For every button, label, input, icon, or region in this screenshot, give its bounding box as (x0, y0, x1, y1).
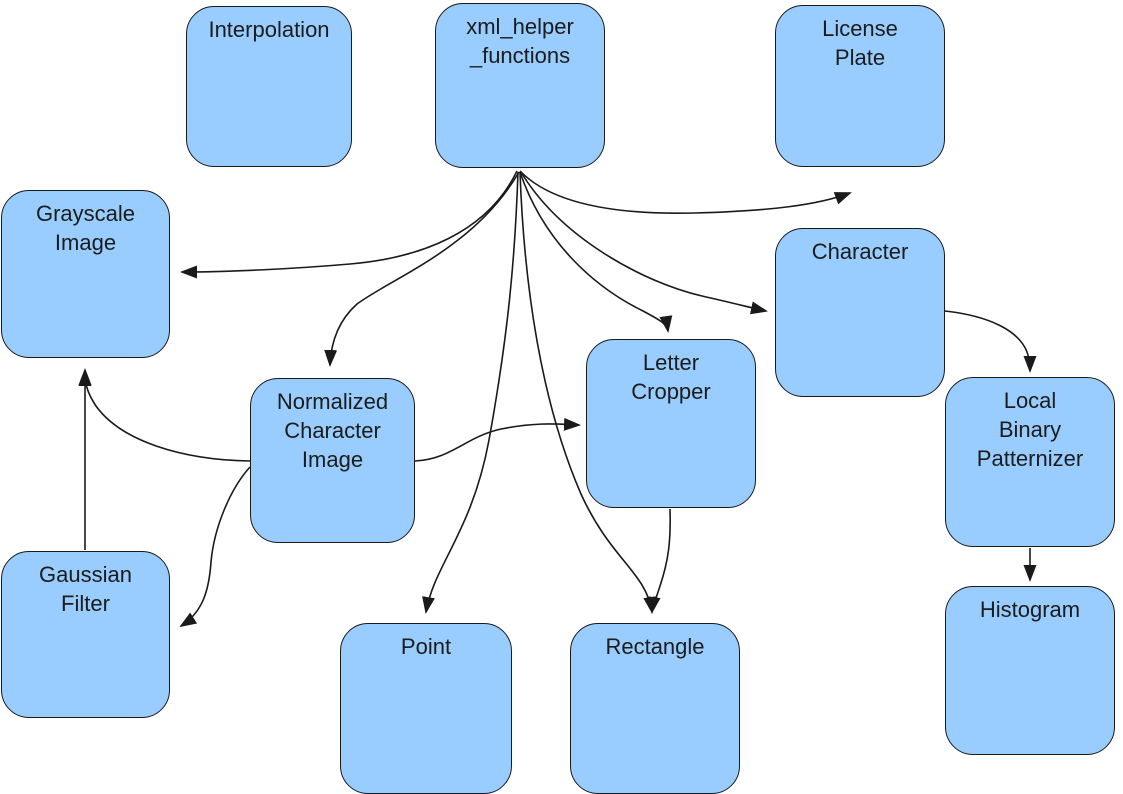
node-point: Point (340, 623, 512, 794)
edge-character-to-local-binary-patternizer (944, 310, 1037, 373)
node-interpolation: Interpolation (186, 6, 352, 167)
edge-xml-to-normalized-character-image (324, 171, 520, 367)
edge-nci-to-grayscale-image (78, 369, 251, 462)
node-character: Character (775, 228, 945, 397)
node-local-binary-patternizer: Local Binary Patternizer (945, 377, 1115, 547)
edge-xml-to-grayscale-image (180, 170, 518, 279)
edge-xml-to-character (520, 171, 768, 315)
edge-xml-to-letter-cropper (519, 171, 673, 333)
edge-letter-cropper-to-rectangle (647, 508, 671, 614)
node-histogram: Histogram (945, 586, 1115, 755)
node-grayscale-image: Grayscale Image (1, 190, 170, 358)
edge-xml-to-point (422, 171, 519, 614)
node-rectangle: Rectangle (570, 623, 740, 794)
node-license-plate: License Plate (775, 5, 945, 167)
node-letter-cropper: Letter Cropper (586, 339, 756, 508)
node-normalized-character-image: Normalized Character Image (250, 378, 415, 543)
edge-xml-to-license-plate (519, 170, 852, 215)
node-gaussian-filter: Gaussian Filter (1, 551, 170, 718)
node-xml-helper-functions: xml_helper _functions (435, 3, 605, 168)
edge-nci-to-gaussian-filter (179, 466, 251, 628)
edge-nci-to-letter-cropper (414, 417, 581, 462)
